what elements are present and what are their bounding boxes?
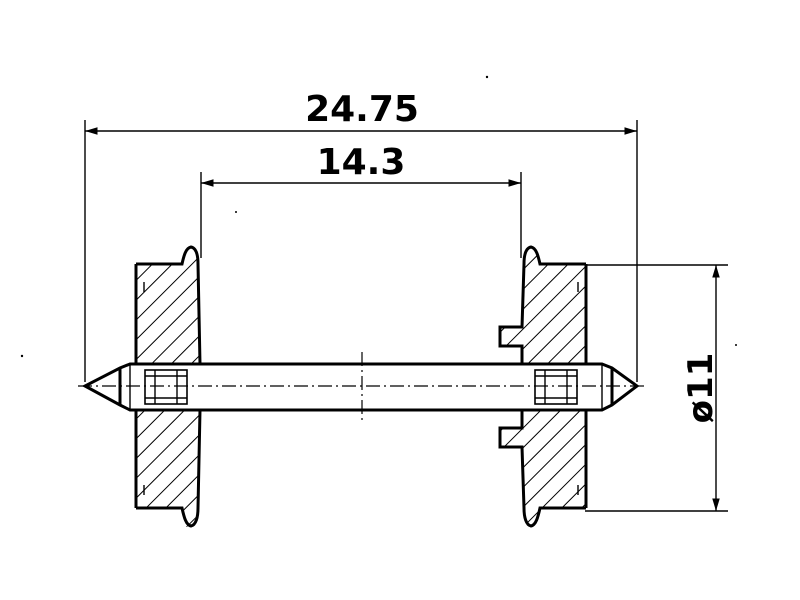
scan-specks <box>20 75 737 358</box>
right-axle-bushing <box>534 369 578 405</box>
dimension-overall-width: 24.75 <box>84 89 638 382</box>
right-wheel-section <box>498 245 588 528</box>
dimension-inner-width: 14.3 <box>200 142 522 258</box>
dimension-label-inner: 14.3 <box>317 142 406 183</box>
dimension-label-overall: 24.75 <box>305 89 419 130</box>
dimension-wheel-diameter: ø11 <box>585 264 728 512</box>
dimension-label-diameter: ø11 <box>681 353 721 424</box>
axle <box>81 362 640 412</box>
left-axle-bushing <box>144 369 188 405</box>
